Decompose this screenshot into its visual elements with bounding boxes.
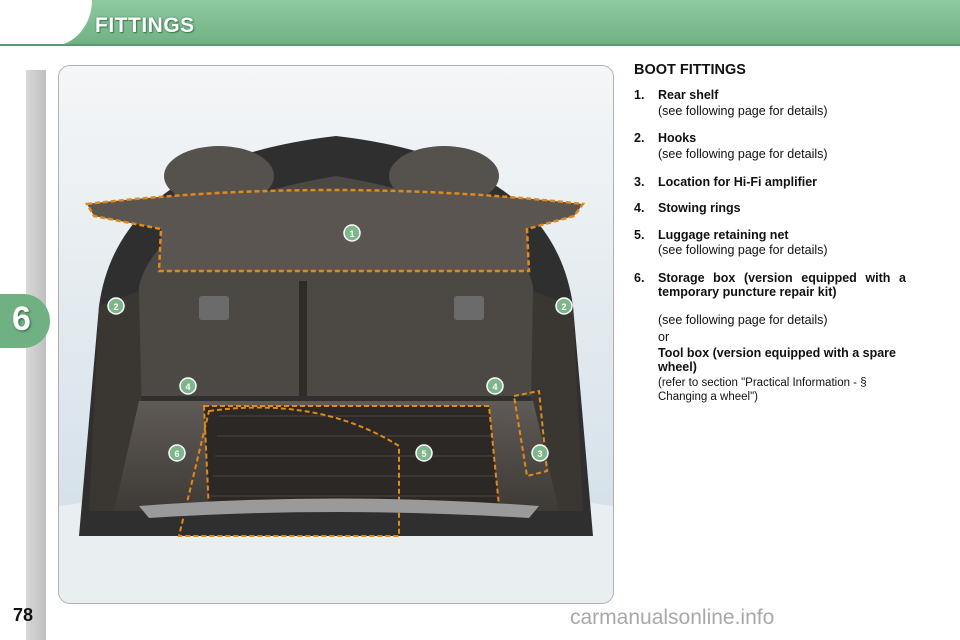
item-6-alt-note: (refer to section "Practical Information… xyxy=(658,377,867,403)
svg-text:2: 2 xyxy=(561,302,566,312)
net-mesh xyxy=(211,415,497,497)
rear-shelf xyxy=(84,188,586,273)
boot-sill xyxy=(139,498,539,518)
item-2-label: Hooks xyxy=(658,131,697,145)
svg-text:2: 2 xyxy=(113,302,118,312)
item-6-note: (see following page for details) xyxy=(658,313,828,327)
item-2-number: 2. xyxy=(634,131,645,145)
item-1-note: (see following page for details) xyxy=(658,104,828,118)
section-heading: BOOT FITTINGS xyxy=(634,62,746,78)
luggage-net xyxy=(202,405,501,513)
callout-4-left: 4 xyxy=(179,377,197,395)
svg-text:4: 4 xyxy=(185,382,190,392)
item-6-alt-title: Tool box (version equipped with a spare … xyxy=(658,346,896,374)
item-3-title: 3. Location for Hi-Fi amplifier xyxy=(634,175,817,189)
page-number: 78 xyxy=(13,605,34,625)
item-4-title: 4. Stowing rings xyxy=(634,201,741,215)
callout-2-right: 2 xyxy=(555,297,573,315)
chapter-number: 6 xyxy=(12,300,31,338)
item-1-number: 1. xyxy=(634,88,645,102)
callout-2-left: 2 xyxy=(107,297,125,315)
svg-text:6: 6 xyxy=(174,449,179,459)
callout-5: 5 xyxy=(415,444,433,462)
storage-box-outline xyxy=(177,406,400,537)
item-5-note: (see following page for details) xyxy=(658,243,828,257)
item-4-label: Stowing rings xyxy=(658,201,741,215)
svg-text:3: 3 xyxy=(537,449,542,459)
item-5-number: 5. xyxy=(634,228,645,242)
seat-latch-right xyxy=(454,296,484,320)
callout-3: 3 xyxy=(531,444,549,462)
seat-split xyxy=(299,281,307,396)
left-margin-strip xyxy=(26,70,46,640)
seat-latch-left xyxy=(199,296,229,320)
boot-illustration-svg: 1 2 2 3 4 4 5 6 xyxy=(59,66,613,603)
item-2-title: 2. Hooks xyxy=(634,131,696,145)
item-6-or: or xyxy=(658,330,670,344)
svg-text:5: 5 xyxy=(421,449,426,459)
item-2-note: (see following page for details) xyxy=(658,147,828,161)
item-1-label: Rear shelf xyxy=(658,88,719,102)
svg-text:1: 1 xyxy=(349,229,354,239)
callout-6: 6 xyxy=(168,444,186,462)
callout-1: 1 xyxy=(343,224,361,242)
chapter-tab[interactable] xyxy=(0,294,50,348)
watermark: carmanualsonline.info xyxy=(570,606,775,629)
item-5-title: 5. Luggage retaining net xyxy=(634,228,789,242)
item-3-number: 3. xyxy=(634,175,645,189)
item-1-title: 1. Rear shelf xyxy=(634,88,718,102)
item-4-number: 4. xyxy=(634,201,645,215)
item-6-label: Storage box (version equipped with a tem… xyxy=(658,271,906,299)
item-3-label: Location for Hi-Fi amplifier xyxy=(658,175,818,189)
callout-4-right: 4 xyxy=(486,377,504,395)
item-5-label: Luggage retaining net xyxy=(658,228,789,242)
amplifier-location xyxy=(512,389,549,478)
item-6-number: 6. xyxy=(634,271,645,285)
svg-text:4: 4 xyxy=(492,382,497,392)
page-title: FITTINGS xyxy=(95,14,195,37)
boot-illustration: 1 2 2 3 4 4 5 6 xyxy=(58,65,614,604)
header-bar xyxy=(0,0,960,46)
page-header xyxy=(0,0,960,46)
item-6-title: 6. Storage box (version equipped with a … xyxy=(634,271,906,299)
header-underline xyxy=(0,44,960,46)
